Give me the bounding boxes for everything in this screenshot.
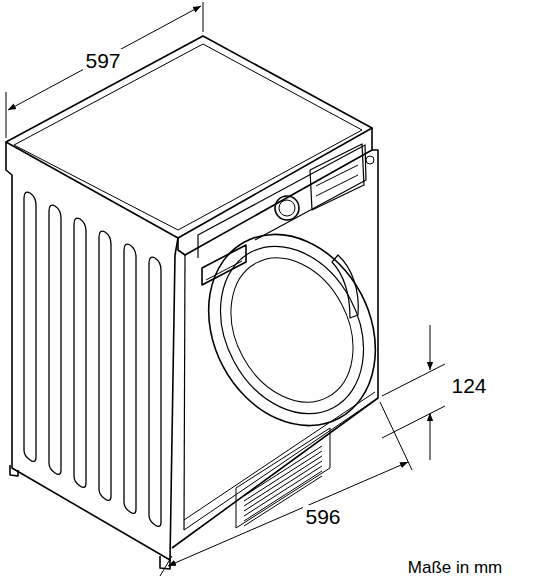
top-face [6,36,372,238]
extension-line [6,92,7,138]
door [176,205,408,455]
dimension-lines [6,2,445,576]
side-ribs [24,192,161,526]
vent-slot [244,446,322,496]
dimension-value: 597 [83,49,122,72]
side-rib [74,218,86,487]
side-rib [24,192,36,461]
units-note: Maße in mm [406,558,504,577]
extension-line [382,364,445,396]
extension-line [160,556,172,576]
top-inner [14,44,362,230]
side-rib [149,257,161,526]
dimension-value: 596 [303,505,342,528]
dimension-597 [8,6,201,110]
front-top [178,128,372,255]
dimension-124-arrow [430,413,431,460]
vent-slot [244,461,322,511]
side-rib [124,244,136,513]
extension-line [380,402,412,470]
power-button [366,156,374,164]
foot [10,465,18,476]
vent-slot [244,456,322,506]
extension-line [203,2,204,32]
extension-line [382,406,445,438]
display-buttons [316,165,358,196]
left-side [6,142,178,560]
vent-slot [244,451,322,501]
side-rib [49,205,61,474]
program-knob [275,196,299,220]
door-handle [332,255,358,318]
machine-outline [6,36,408,569]
control-panel [198,145,366,258]
dimension-596 [168,462,408,566]
dimension-value: 124 [449,374,488,397]
dimension-124-arrow [430,325,431,370]
program-knob-inner [279,200,295,216]
display [310,144,364,210]
front-left-edge [184,255,185,530]
side-rib [99,231,111,500]
